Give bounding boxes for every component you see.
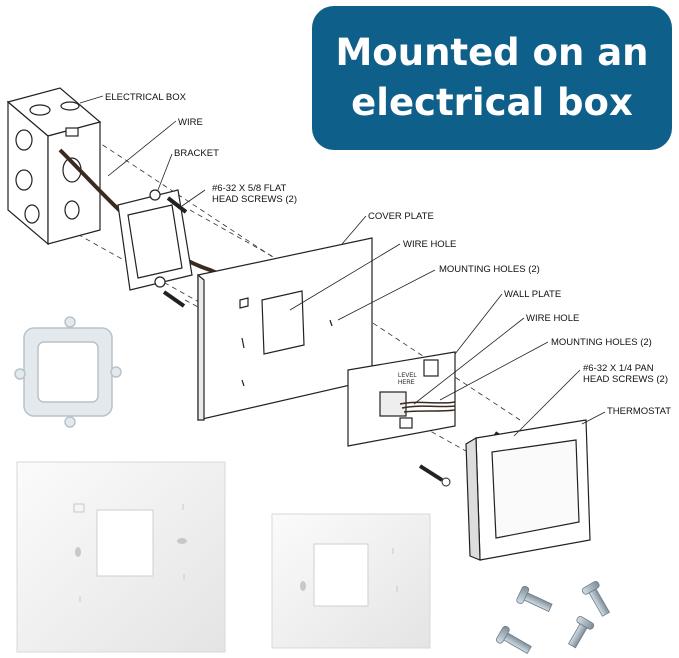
label-pan-screws-line-1: #6-32 X 1/4 PAN [583,363,654,374]
label-thermostat: THERMOSTAT [607,406,672,417]
label-flat-screws-line-1: #6-32 X 5/8 FLAT [212,183,287,194]
large-cover-plate-photo [16,461,226,653]
label-mounting-holes-2: MOUNTING HOLES (2) [551,337,652,348]
label-flat-screws-line-2: HEAD SCREWS (2) [212,194,297,205]
leader-lines [79,95,606,437]
label-wire: WIRE [178,117,203,128]
thermostat [465,419,591,561]
wall-plate-wires [399,401,456,413]
label-cover-plate: COVER PLATE [368,211,434,222]
wall-plate-marking-here: HERE [398,380,415,386]
title-banner: Mounted on an electrical box [312,6,672,150]
electrical-box [6,87,102,246]
label-wire-hole-2: WIRE HOLE [526,313,580,324]
label-electrical-box: ELECTRICAL BOX [105,92,186,103]
label-mounting-holes-1: MOUNTING HOLES (2) [439,264,540,275]
label-wall-plate: WALL PLATE [504,289,562,300]
bracket [117,189,193,291]
wall-plate: LEVEL HERE [347,351,456,447]
label-wire-hole-1: WIRE HOLE [403,239,457,250]
small-cover-plate-photo [271,513,431,649]
banner-line-1: Mounted on an [335,31,649,74]
banner-line-2: electrical box [351,81,633,124]
flat-head-screws [162,196,188,308]
loose-screws-photo [496,581,611,655]
label-pan-screws-line-2: HEAD SCREWS (2) [583,374,668,385]
bracket-photo [14,316,122,428]
wall-plate-marking-level: LEVEL [398,373,417,379]
cover-plate [197,237,373,421]
label-bracket: BRACKET [174,148,219,159]
